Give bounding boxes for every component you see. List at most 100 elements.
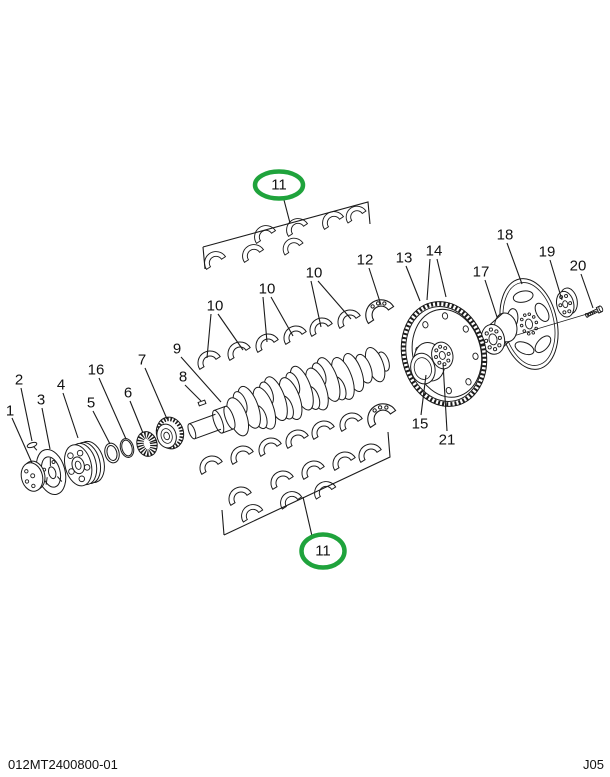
bearing-shell — [268, 468, 296, 491]
callout-9: 9 — [173, 341, 181, 358]
bearing-shell — [311, 479, 338, 500]
bearing-shell — [228, 443, 256, 466]
callout-leader-6 — [129, 400, 144, 434]
callout-20: 20 — [570, 258, 587, 275]
thrust-bearing-shell — [364, 400, 399, 429]
bearing-shell — [280, 235, 306, 256]
callout-18: 18 — [497, 227, 514, 244]
highlight-ellipse — [252, 169, 306, 201]
bearing-shell — [330, 449, 358, 472]
bolt — [585, 305, 604, 318]
callout-leader-12 — [368, 267, 382, 306]
bearing-shell — [226, 484, 254, 507]
bearing-shell — [299, 458, 327, 481]
crank-pulley — [63, 440, 105, 487]
bearing-shell — [319, 208, 346, 231]
callout-leader-21 — [442, 362, 448, 432]
woodruff-key — [197, 399, 207, 407]
highlight-leader — [302, 496, 313, 537]
callout-1: 1 — [6, 403, 14, 420]
callout-13: 13 — [396, 250, 413, 267]
callout-leader-15 — [420, 374, 427, 416]
callout-leader-2 — [20, 387, 33, 442]
bearing-shell — [195, 348, 223, 371]
spacer-ring — [104, 442, 120, 464]
bearing-shell — [201, 248, 228, 271]
bearing-shell — [335, 307, 363, 330]
bearing-shell — [309, 418, 337, 441]
bearing-shell — [239, 241, 266, 264]
callout-12: 12 — [357, 252, 374, 269]
callout-16: 16 — [88, 362, 105, 379]
callout-leader-10 — [310, 280, 322, 328]
bearing-shell — [197, 453, 225, 476]
retainer-plate — [555, 287, 578, 318]
bearing-shell — [343, 203, 369, 224]
highlight-leader — [283, 199, 291, 224]
crank-gear — [155, 416, 185, 450]
bearing-shell — [256, 435, 284, 458]
callout-17: 17 — [473, 264, 490, 281]
flexplate — [499, 278, 559, 370]
callout-leader-18 — [506, 242, 523, 285]
bearing-shell — [356, 441, 384, 464]
callout-leader-20 — [580, 273, 594, 309]
callout-leader-10 — [217, 313, 244, 351]
page-code: J05 — [583, 757, 604, 772]
callout-15: 15 — [412, 416, 429, 433]
bearing-shell — [225, 339, 253, 362]
callout-leader-9 — [180, 356, 222, 403]
ring-gear-teeth — [401, 301, 487, 407]
bearing-shell — [251, 222, 278, 245]
callout-leader-19 — [549, 259, 563, 301]
callout-10: 10 — [259, 281, 276, 298]
bracket-top — [202, 201, 371, 270]
highlighted-callout-11: 11 — [271, 177, 287, 194]
callout-14: 14 — [426, 243, 443, 260]
callout-leader-10 — [270, 296, 294, 337]
crankshaft — [187, 346, 390, 440]
callout-leader-17 — [484, 279, 498, 318]
bearing-shell — [283, 427, 311, 450]
callout-2: 2 — [15, 372, 23, 389]
callout-leader-7 — [144, 367, 168, 420]
highlighted-callout-11: 11 — [315, 543, 331, 560]
bearing-shell — [281, 323, 309, 346]
callout-leader-8 — [184, 384, 202, 402]
callout-8: 8 — [179, 369, 187, 386]
drawing-number: 012MT2400800-01 — [8, 757, 118, 772]
callout-leader-16 — [98, 377, 127, 440]
callout-leader-10 — [262, 296, 268, 343]
callout-leader-14 — [426, 258, 431, 301]
crank-bolt-circle — [431, 341, 454, 370]
callout-leader-14 — [436, 258, 447, 298]
front-plate — [20, 460, 46, 492]
callout-leader-10 — [317, 280, 352, 320]
snap-ring — [119, 438, 135, 458]
callout-leader-10 — [206, 313, 212, 359]
crank-adapter — [480, 312, 518, 355]
knurl-texture — [136, 431, 158, 457]
small-bolt — [26, 441, 38, 451]
callout-leader-4 — [62, 392, 79, 439]
callout-7: 7 — [138, 352, 146, 369]
callout-3: 3 — [37, 392, 45, 409]
callout-leader-5 — [92, 410, 111, 445]
callout-5: 5 — [87, 395, 95, 412]
callout-19: 19 — [539, 244, 556, 261]
callout-leader-1 — [11, 417, 33, 464]
bearing-shell — [337, 410, 365, 433]
knurled-spacer — [136, 431, 158, 457]
callout-10: 10 — [306, 265, 323, 282]
bearing-shell — [238, 502, 265, 523]
callout-21: 21 — [439, 432, 456, 449]
bracket-bottom — [221, 431, 391, 536]
callout-leader-3 — [41, 407, 51, 450]
callout-leader-13 — [405, 265, 421, 302]
highlight-ellipse — [299, 532, 347, 570]
callout-6: 6 — [124, 385, 132, 402]
callout-10: 10 — [207, 298, 224, 315]
